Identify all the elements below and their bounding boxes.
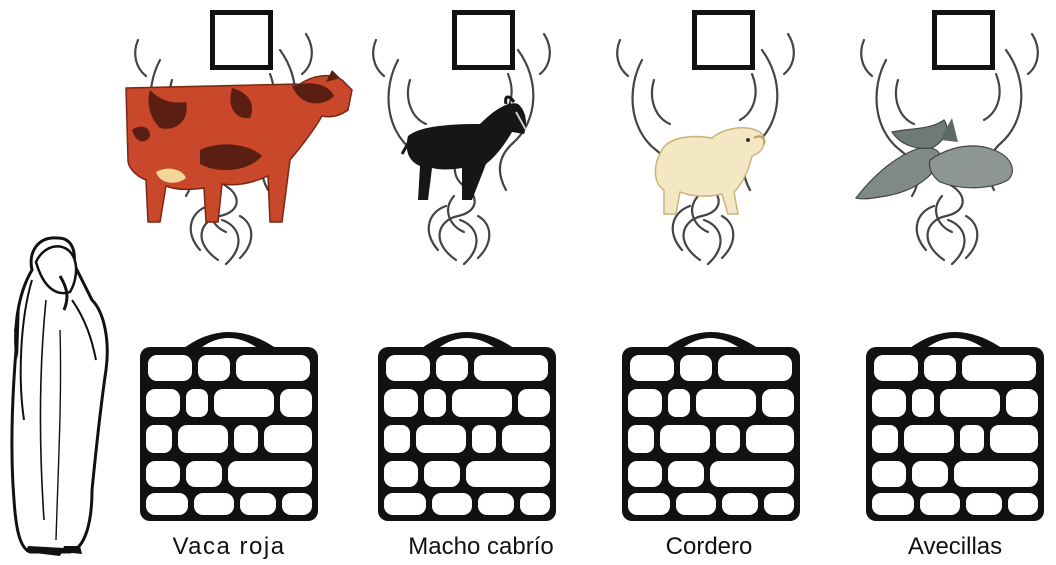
altar-icon bbox=[378, 332, 556, 521]
offering-label-goat: Macho cabrío bbox=[408, 533, 554, 560]
altar-icon bbox=[140, 332, 318, 521]
altar-icon bbox=[866, 332, 1044, 521]
offering-label-birds: Avecillas bbox=[907, 533, 1003, 560]
offering-checkbox-birds[interactable] bbox=[932, 10, 995, 70]
small-birds-icon bbox=[854, 118, 1013, 200]
offering-checkbox-lamb[interactable] bbox=[692, 10, 755, 70]
white-lamb-icon bbox=[654, 126, 766, 215]
offering-checkbox-cow[interactable] bbox=[210, 10, 273, 70]
offering-label-cow: Vaca roja bbox=[172, 533, 286, 560]
black-goat-icon bbox=[400, 95, 527, 200]
altar-icon bbox=[622, 332, 800, 521]
robed-man-icon bbox=[10, 236, 109, 556]
offering-checkbox-goat[interactable] bbox=[452, 10, 515, 70]
red-cow-icon bbox=[125, 70, 353, 223]
offering-label-lamb: Cordero bbox=[665, 533, 753, 560]
